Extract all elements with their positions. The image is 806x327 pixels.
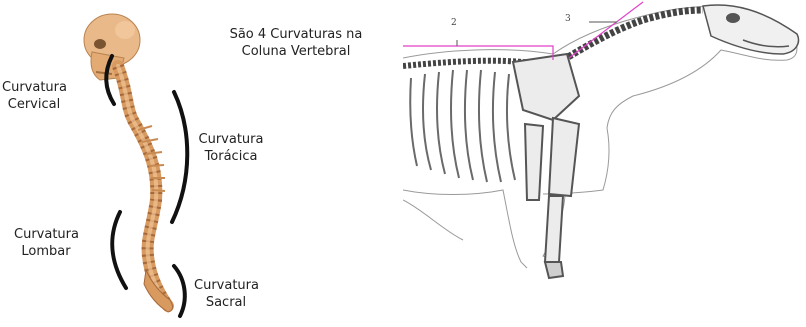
horse-foreleg (513, 54, 579, 278)
label-thoracic: Curvatura Torácica (198, 131, 264, 165)
horse-skull (703, 5, 798, 54)
label-sacral-line-1: Curvatura (194, 277, 258, 294)
label-lumbar-line-2: Lombar (14, 243, 78, 260)
horse-hindquarter (403, 200, 463, 240)
horse-label-2: 2 (451, 18, 457, 28)
label-cervical: Curvatura Cervical (2, 79, 66, 113)
label-ticks (457, 22, 617, 46)
title-line-1: São 4 Curvaturas na (212, 26, 380, 43)
vertebral-column (118, 66, 173, 312)
label-lumbar: Curvatura Lombar (14, 226, 78, 260)
callout-lines (403, 2, 643, 60)
label-thoracic-line-2: Torácica (198, 148, 264, 165)
horse-skeleton-panel: 2 3 (403, 0, 806, 327)
label-thoracic-line-1: Curvatura (198, 131, 264, 148)
ribcage (410, 70, 515, 182)
human-spine-panel: São 4 Curvaturas na Coluna Vertebral Cur… (0, 0, 400, 327)
title-line-2: Coluna Vertebral (212, 43, 380, 60)
diagram-title: São 4 Curvaturas na Coluna Vertebral (212, 26, 380, 60)
horse-label-3: 3 (565, 14, 571, 24)
label-lumbar-line-1: Curvatura (14, 226, 78, 243)
skull (84, 14, 140, 80)
thoracic-bracket (172, 92, 187, 222)
label-sacral-line-2: Sacral (194, 294, 258, 311)
label-sacral: Curvatura Sacral (194, 277, 258, 311)
sacral-bracket (174, 266, 185, 316)
lumbar-bracket (112, 212, 126, 288)
label-cervical-line-1: Curvatura (2, 79, 66, 96)
horse-skeleton-illustration (403, 0, 806, 327)
callout-line-3 (569, 2, 643, 58)
label-cervical-line-2: Cervical (2, 96, 66, 113)
